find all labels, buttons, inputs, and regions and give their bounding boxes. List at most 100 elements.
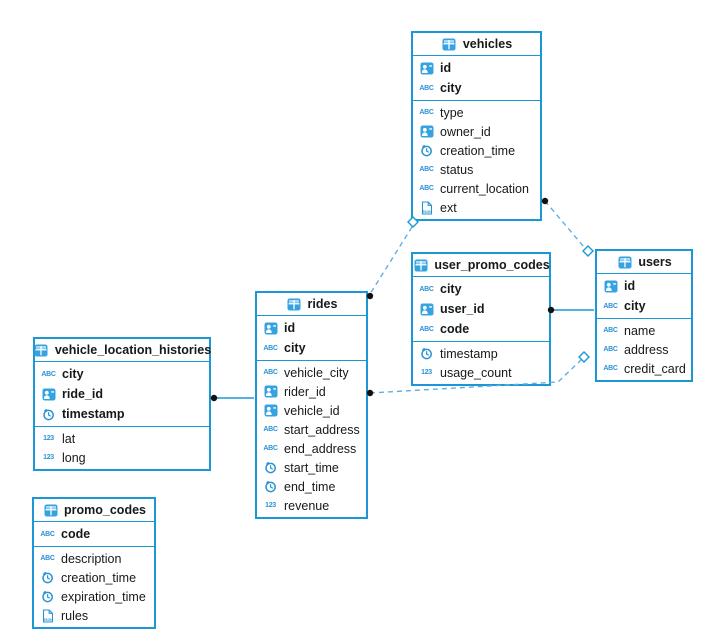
svg-text:JSON: JSON bbox=[422, 209, 432, 213]
column-row[interactable]: start_time bbox=[257, 458, 366, 477]
text-type-icon: ABC bbox=[419, 285, 434, 293]
column-row[interactable]: end_time bbox=[257, 477, 366, 496]
column-name: end_time bbox=[284, 479, 336, 494]
column-name: vehicle_id bbox=[284, 403, 340, 418]
column-row[interactable]: user_id bbox=[413, 299, 549, 319]
column-name: timestamp bbox=[62, 407, 125, 421]
primary-key-section: ABC code bbox=[34, 522, 154, 547]
column-name: code bbox=[61, 527, 91, 541]
column-row[interactable]: ABC city bbox=[413, 279, 549, 299]
table-header[interactable]: vehicle_location_histories bbox=[34, 339, 212, 362]
table-header[interactable]: user_promo_codes bbox=[413, 254, 550, 277]
text-type-icon: ABC bbox=[603, 365, 618, 372]
table-header[interactable]: rides bbox=[257, 293, 366, 316]
time-type-icon bbox=[39, 571, 56, 584]
id-type-icon bbox=[262, 385, 279, 398]
column-row[interactable]: id bbox=[413, 58, 540, 78]
column-name: type bbox=[440, 105, 464, 120]
table-header[interactable]: promo_codes bbox=[34, 499, 154, 522]
diamond-endpoint bbox=[582, 245, 594, 257]
table-title: vehicle_location_histories bbox=[54, 343, 212, 357]
column-row[interactable]: ABC type bbox=[413, 103, 540, 122]
column-row[interactable]: creation_time bbox=[413, 141, 540, 160]
column-name: address bbox=[624, 342, 669, 357]
column-name: end_address bbox=[284, 441, 357, 456]
id-type-icon bbox=[418, 303, 435, 316]
table-title: vehicles bbox=[462, 37, 513, 51]
column-row[interactable]: ride_id bbox=[35, 384, 209, 404]
column-row[interactable]: owner_id bbox=[413, 122, 540, 141]
column-row[interactable]: timestamp bbox=[413, 344, 549, 363]
column-row[interactable]: creation_time bbox=[34, 568, 154, 587]
column-row[interactable]: expiration_time bbox=[34, 587, 154, 606]
table-title: user_promo_codes bbox=[434, 258, 550, 272]
column-name: city bbox=[440, 282, 462, 296]
text-type-icon: ABC bbox=[419, 325, 434, 333]
text-type-icon: ABC bbox=[419, 185, 434, 192]
column-name: id bbox=[624, 279, 636, 293]
time-type-icon bbox=[418, 347, 435, 360]
column-row[interactable]: id bbox=[257, 318, 366, 338]
column-name: city bbox=[284, 341, 306, 355]
column-name: city bbox=[440, 81, 462, 95]
text-type-icon: ABC bbox=[603, 346, 618, 353]
table-header[interactable]: vehicles bbox=[413, 33, 540, 56]
table-icon bbox=[286, 298, 303, 311]
column-row[interactable]: ABC name bbox=[597, 321, 691, 340]
column-name: rules bbox=[61, 608, 89, 623]
column-row[interactable]: timestamp bbox=[35, 404, 209, 424]
text-type-icon: ABC bbox=[603, 327, 618, 334]
column-row[interactable]: vehicle_id bbox=[257, 401, 366, 420]
column-name: code bbox=[440, 322, 470, 336]
text-type-icon: ABC bbox=[263, 369, 278, 376]
table-title: users bbox=[638, 255, 672, 269]
table-header[interactable]: users bbox=[597, 251, 691, 274]
column-name: name bbox=[624, 323, 656, 338]
column-name: city bbox=[624, 299, 646, 313]
column-name: city bbox=[62, 367, 84, 381]
column-row[interactable]: ABC code bbox=[413, 319, 549, 339]
column-name: expiration_time bbox=[61, 589, 146, 604]
diamond-endpoint bbox=[578, 351, 590, 363]
table-icon bbox=[42, 504, 59, 517]
column-row[interactable]: id bbox=[597, 276, 691, 296]
number-type-icon: 123 bbox=[43, 454, 54, 461]
text-type-icon: ABC bbox=[419, 109, 434, 116]
column-row[interactable]: rider_id bbox=[257, 382, 366, 401]
number-type-icon: 123 bbox=[43, 435, 54, 442]
text-type-icon: ABC bbox=[40, 530, 55, 538]
id-type-icon bbox=[262, 322, 279, 335]
column-row[interactable]: ABC code bbox=[34, 524, 154, 544]
column-row[interactable]: ABC address bbox=[597, 340, 691, 359]
relation-vehicles-to-users bbox=[541, 197, 594, 257]
column-name: user_id bbox=[440, 302, 485, 316]
